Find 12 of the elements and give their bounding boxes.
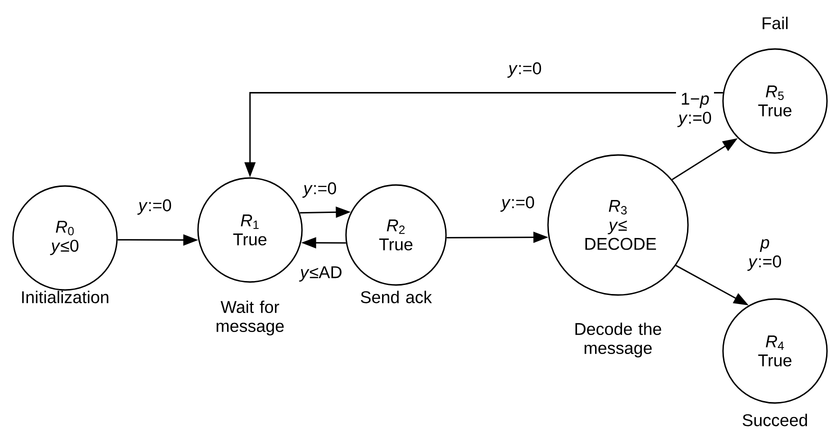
- edge-label: p y:=0: [747, 239, 782, 271]
- edge-label: 1−p y:=0: [677, 92, 712, 128]
- state-caption: Send ack: [360, 290, 432, 304]
- state-caption: Initialization: [22, 290, 108, 304]
- edge-label: y:=0: [500, 196, 534, 212]
- state-caption: Wait for message: [216, 300, 284, 336]
- state-caption: Fail: [762, 16, 788, 30]
- edge-label: y:=0: [137, 199, 172, 215]
- edge-label: y:=0: [507, 62, 542, 78]
- state-caption: Succeed: [742, 414, 807, 426]
- edge-label: y:=0: [302, 182, 336, 198]
- state-caption: Decode the message: [575, 322, 662, 358]
